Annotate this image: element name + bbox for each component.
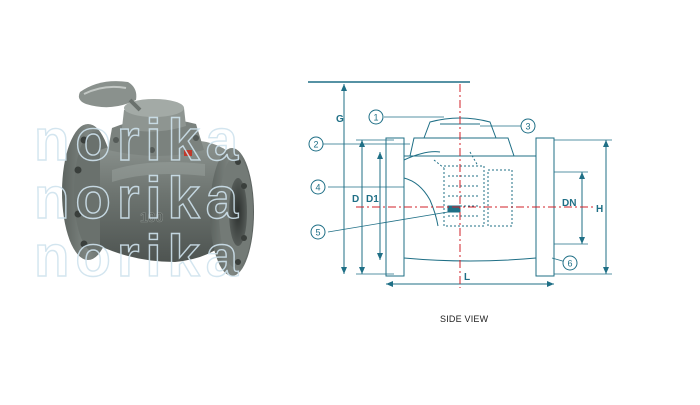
label-dn: DN [562, 198, 576, 209]
seal-tag [184, 150, 192, 156]
callout-3-label: 3 [525, 122, 530, 132]
watermark-line-1: norika [34, 108, 244, 173]
callout-3: 3 [520, 118, 536, 134]
left-flange-bolt-holes [74, 136, 88, 248]
label-g: G [336, 114, 344, 125]
callout-1: 1 [368, 109, 384, 125]
register-top [124, 99, 184, 117]
label-d: D [352, 194, 359, 205]
body-marking: 100 [140, 209, 164, 225]
label-h: H [596, 204, 603, 215]
drawing-body-curve [403, 177, 439, 227]
label-l: L [464, 272, 470, 283]
side-view-caption: SIDE VIEW [440, 314, 489, 324]
lid-hinge [128, 98, 142, 112]
centre-axes [356, 84, 596, 288]
callout-4: 4 [310, 179, 326, 195]
watermark: norika norika norika [33, 107, 244, 289]
dimension-arrowheads [341, 84, 609, 287]
product-photo: 100 [62, 81, 254, 276]
callout-leaders [318, 116, 567, 263]
drawing-internal-mechanism [433, 151, 513, 227]
body-highlight [112, 162, 205, 182]
drawing-register [409, 137, 515, 157]
lid-rim [83, 85, 127, 95]
side-view-drawing [308, 81, 612, 287]
right-flange-bore [229, 178, 247, 246]
watermark-line-2: norika [34, 166, 244, 231]
callout-1-label: 1 [373, 113, 378, 123]
callouts: 1 2 3 4 5 6 [308, 109, 578, 271]
callout-6-label: 6 [567, 259, 572, 269]
dimension-labels: G D D1 DN H L [336, 114, 603, 283]
right-flange-bolt-holes [235, 159, 247, 265]
callout-5-label: 5 [315, 228, 320, 238]
callout-5: 5 [310, 224, 326, 240]
watermark-line-3: norika [34, 224, 244, 289]
drawing-body-neck-left [403, 151, 441, 161]
callout-2: 2 [308, 136, 324, 152]
drawing-body [403, 155, 537, 262]
meter-lid [78, 81, 137, 108]
callout-2-label: 2 [313, 140, 318, 150]
label-d1: D1 [366, 194, 379, 205]
housing-bolts [113, 135, 199, 153]
callout-4-label: 4 [315, 183, 320, 193]
callout-6: 6 [562, 255, 578, 271]
